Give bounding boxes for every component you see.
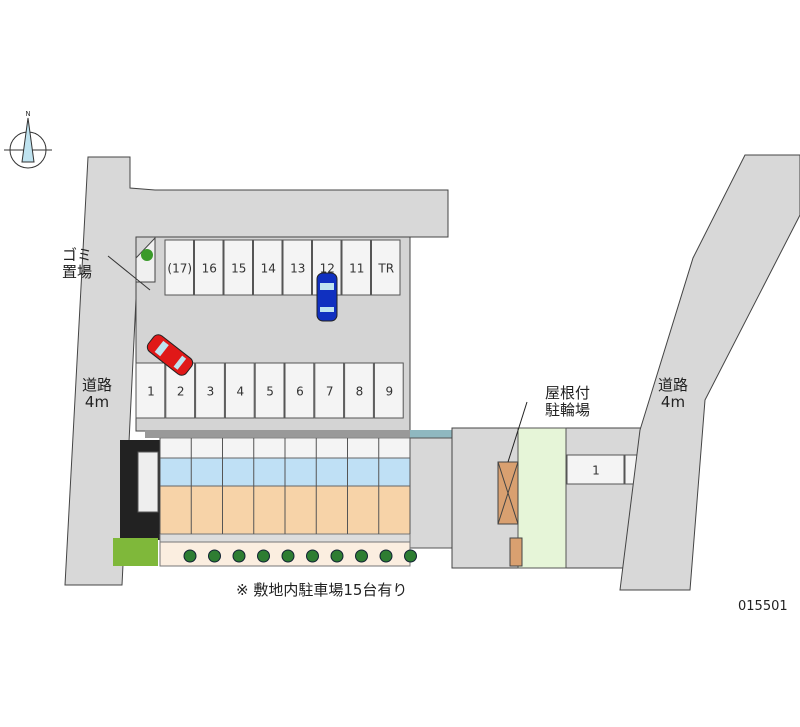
parking-row-bottom: 1 2 3 4 5 6 7 8 9 (135, 362, 404, 419)
apartment-building (113, 430, 453, 567)
bike-label-line1: 屋根付 (545, 384, 591, 402)
parking-space (371, 239, 401, 296)
parking-space (223, 239, 253, 296)
parking-space-number: 6 (296, 385, 304, 399)
parking-space (341, 239, 371, 296)
parking-note: ※ 敷地内駐車場15台有り (236, 581, 408, 599)
parking-space-number: (17) (167, 262, 192, 276)
parking-space (282, 239, 312, 296)
parking-space-number: 5 (266, 385, 274, 399)
tree-icon (281, 549, 295, 563)
bicycle-shed (497, 461, 523, 567)
right-road-label-line2: 4m (660, 393, 686, 411)
parking-space (224, 362, 255, 419)
parking-space (164, 239, 194, 296)
parking-row-top: (17) 16 15 14 13 12 11 TR (164, 239, 401, 296)
right-road-label-line1: 道路 (658, 376, 689, 394)
parking-space-number: 2 (177, 385, 185, 399)
shrub-icon (141, 249, 153, 261)
right-road-label: 道路 4m (658, 377, 688, 411)
parking-space (344, 362, 374, 419)
parking-space (135, 362, 166, 419)
parking-space (566, 454, 625, 485)
property-code: 015501 (738, 599, 788, 614)
parking-space-number: 3 (207, 385, 215, 399)
parking-space-number: 15 (231, 262, 246, 276)
garbage-area-label: ゴミ 置場 (62, 247, 92, 281)
bike-label-line2: 駐輪場 (545, 401, 591, 419)
parking-space-number: 8 (356, 385, 364, 399)
blue-car-icon (316, 272, 338, 322)
tree-icon (330, 549, 344, 563)
parking-space-number: 1 (592, 464, 600, 478)
tree-icon (257, 549, 270, 563)
tree-icon (183, 549, 197, 563)
compass-icon: N (4, 110, 52, 169)
parking-space-number: TR (377, 262, 394, 276)
parking-space-number: 9 (385, 385, 393, 399)
left-road-label: 道路 4m (82, 377, 112, 411)
green-strip (517, 427, 567, 569)
tree-icon (208, 549, 221, 563)
left-road-label-line1: 道路 (82, 376, 113, 394)
parking-space (284, 362, 315, 419)
left-road (64, 156, 449, 586)
tree-icon (306, 549, 319, 563)
garbage-label-line2: 置場 (62, 263, 93, 281)
parking-space (314, 362, 345, 419)
parking-space (194, 239, 224, 296)
tree-icon (404, 549, 417, 563)
right-road (619, 154, 800, 591)
parking-space-number: 4 (236, 385, 244, 399)
parking-space-number: 1 (147, 385, 155, 399)
tree-icon (355, 549, 368, 563)
parking-space (254, 362, 285, 419)
tree-icon (232, 549, 246, 563)
left-road-label-line2: 4m (84, 393, 110, 411)
parking-space-number: 16 (202, 262, 217, 276)
parking-space (253, 239, 283, 296)
garbage-label-line1: ゴミ (62, 246, 93, 264)
bike-parking-label: 屋根付 駐輪場 (545, 385, 590, 419)
compass-north-label: N (25, 110, 30, 118)
red-car-icon (146, 334, 194, 376)
parking-space-number: 7 (326, 385, 334, 399)
parking-space (195, 362, 225, 419)
parking-space-number: 13 (290, 262, 305, 276)
parking-space (373, 362, 404, 419)
parking-space-number: 14 (261, 262, 276, 276)
parking-space-number: 11 (349, 262, 364, 276)
tree-icon (379, 549, 393, 563)
parking-space-number: 12 (320, 262, 335, 276)
